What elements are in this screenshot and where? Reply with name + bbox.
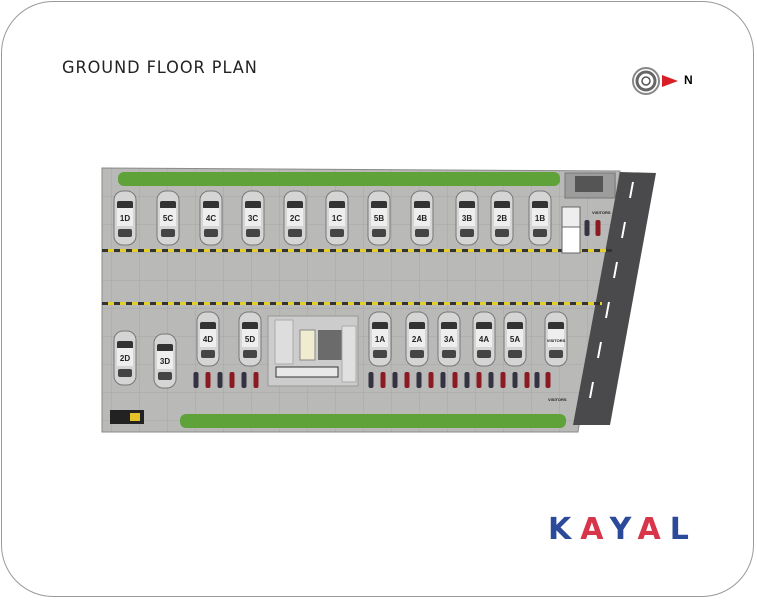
parking-slot: 5C (156, 190, 180, 246)
parking-slot: 2B (490, 190, 514, 246)
motorbike-icon (253, 372, 259, 388)
slot-label: 5A (510, 335, 520, 344)
logo-letter: K (548, 512, 581, 547)
motorbike-icon (584, 220, 590, 236)
slot-label: 2C (290, 214, 300, 223)
parking-slot: 4D (196, 311, 220, 367)
page-title: GROUND FLOOR PLAN (62, 58, 258, 78)
hedge-bottom (180, 414, 566, 428)
security-room (561, 206, 581, 228)
visitors-two-wheeler-label: VISITORS (548, 397, 567, 402)
slot-label: 1C (332, 214, 342, 223)
parking-slot: 2D (113, 330, 137, 386)
slot-label: 3B (462, 214, 472, 223)
logo-letter: A (580, 512, 610, 547)
parking-slot: 5B (367, 190, 391, 246)
slot-label: 2A (412, 335, 422, 344)
parking-slot: 1A (368, 311, 392, 367)
slot-label: 1D (120, 214, 130, 223)
slot-label: 1A (375, 335, 385, 344)
parking-slot: 4C (199, 190, 223, 246)
north-compass: N (630, 64, 700, 98)
parking-slot: 1D (113, 190, 137, 246)
motorbike-icon (534, 372, 540, 388)
motorbike-icon (380, 372, 386, 388)
toilet (561, 226, 581, 254)
motorbike-icon (368, 372, 374, 388)
motorbike-icon (193, 372, 199, 388)
slot-label: 1B (535, 214, 545, 223)
motorbike-icon (524, 372, 530, 388)
slot-label: 3D (160, 357, 170, 366)
visitors-two-wheeler-label-top: VISITORS (592, 210, 611, 215)
motorbike-icon (217, 372, 223, 388)
parking-slot: 4A (472, 311, 496, 367)
parking-slot: 1B (528, 190, 552, 246)
parking-slot: 3A (437, 311, 461, 367)
motorbike-icon (488, 372, 494, 388)
road (573, 172, 656, 425)
motorbike-icon (440, 372, 446, 388)
parking-slot: 2A (405, 311, 429, 367)
hedge-top (118, 172, 560, 186)
motorbike-icon (229, 372, 235, 388)
motorbike-icon (205, 372, 211, 388)
parking-slot: 2C (283, 190, 307, 246)
parking-slot: 3B (455, 190, 479, 246)
motorbike-icon (476, 372, 482, 388)
motorbike-icon (464, 372, 470, 388)
slot-label: 4D (203, 335, 213, 344)
lane-marking-top (102, 249, 612, 252)
motorbike-icon (595, 220, 601, 236)
motorbike-icon (500, 372, 506, 388)
parking-slot: 3D (153, 333, 177, 389)
logo-letter: L (669, 512, 698, 547)
motorbike-icon (392, 372, 398, 388)
slot-label: 5C (163, 214, 173, 223)
slot-label: 4A (479, 335, 489, 344)
parking-slot: 5D (238, 311, 262, 367)
kayal-logo: KAYAL (548, 512, 698, 547)
parking-slot: 3C (241, 190, 265, 246)
slot-label: 5B (374, 214, 384, 223)
lane-marking-bottom (102, 302, 602, 305)
parking-slot: 1C (325, 190, 349, 246)
motorbike-icon (545, 372, 551, 388)
motorbike-icon (512, 372, 518, 388)
logo-letter: Y (609, 512, 638, 547)
slot-label: 3C (248, 214, 258, 223)
compass-icon (632, 67, 678, 95)
slot-label: 2D (120, 354, 130, 363)
compass-north-label: N (684, 73, 693, 87)
motorbike-icon (404, 372, 410, 388)
motorbike-icon (241, 372, 247, 388)
slot-label: 4C (206, 214, 216, 223)
parking-slot: VISITORS (544, 311, 568, 367)
motorbike-icon (416, 372, 422, 388)
motorbike-icon (452, 372, 458, 388)
motorbike-icon (428, 372, 434, 388)
slot-label: VISITORS (547, 338, 566, 343)
parking-slot: 4B (410, 190, 434, 246)
logo-letter: A (637, 512, 670, 547)
core (267, 315, 359, 387)
slot-label: 4B (417, 214, 427, 223)
parking-slot: 5A (503, 311, 527, 367)
slot-label: 5D (245, 335, 255, 344)
road-markings (589, 181, 634, 399)
slot-label: 3A (444, 335, 454, 344)
slot-label: 2B (497, 214, 507, 223)
